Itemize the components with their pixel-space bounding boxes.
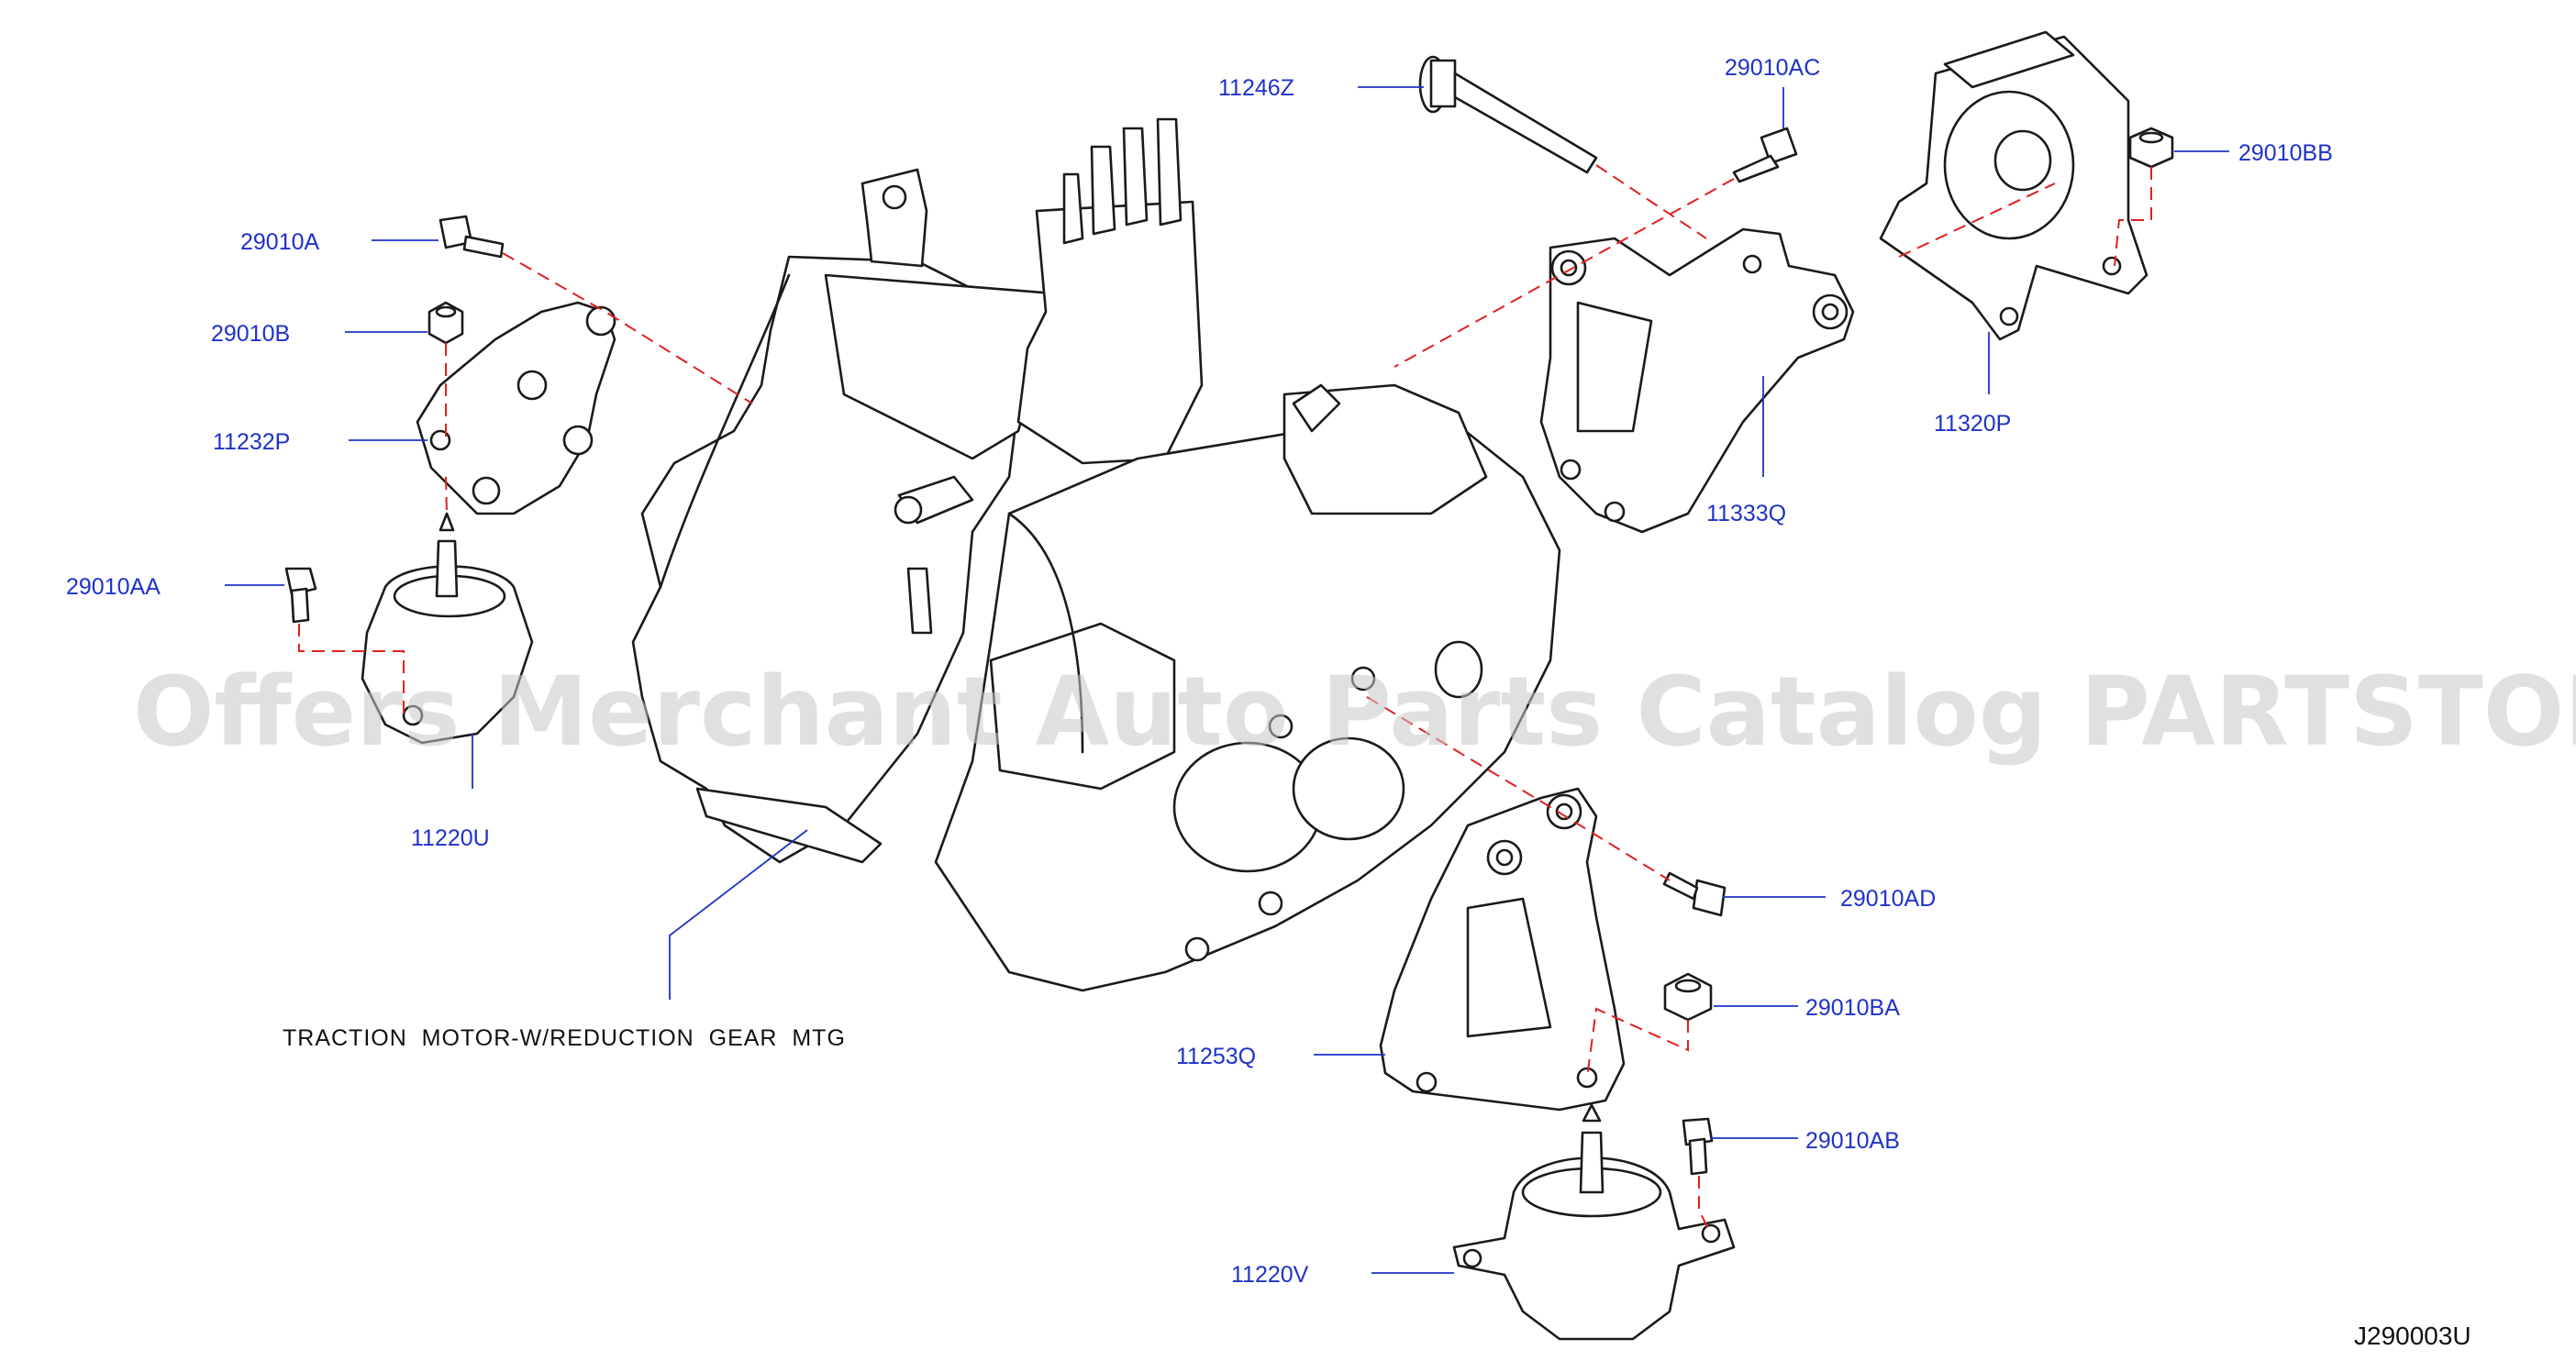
label-11220U: 11220U — [411, 825, 490, 851]
watermark-text: Offers Merchant Auto Parts Catalog PARTS… — [133, 656, 2576, 768]
nut-29010BA — [1663, 972, 1713, 1022]
engine-mount-11220V — [1452, 1103, 1736, 1341]
bolt-29010AC — [1732, 127, 1798, 183]
label-11246Z: 11246Z — [1218, 75, 1294, 101]
label-29010AD: 29010AD — [1840, 886, 1936, 912]
label-11333Q: 11333Q — [1706, 501, 1786, 526]
bolt-29010AB — [1682, 1117, 1714, 1176]
label-29010AB: 29010AB — [1805, 1128, 1900, 1154]
label-11220V: 11220V — [1231, 1262, 1309, 1288]
label-29010BB: 29010BB — [2238, 140, 2333, 166]
bracket-11253Q — [1379, 787, 1626, 1112]
label-29010AC: 29010AC — [1725, 55, 1820, 81]
engine-mount-11220U — [361, 512, 534, 745]
nut-29010B — [427, 301, 464, 345]
leader-lines — [225, 86, 2229, 1274]
label-29010BA: 29010BA — [1805, 995, 1900, 1021]
bracket-11333Q — [1539, 227, 1855, 534]
assembly-caption: TRACTION MOTOR-W/REDUCTION GEAR MTG — [283, 1025, 846, 1051]
assembly-lines — [298, 164, 2152, 1234]
bolt-29010AA — [284, 567, 317, 624]
label-29010B: 29010B — [211, 321, 290, 347]
label-11253Q: 11253Q — [1176, 1044, 1256, 1069]
drawing-number: J290003U — [2354, 1322, 2471, 1350]
label-29010A: 29010A — [240, 229, 320, 255]
traction-motor-unit — [631, 117, 1561, 992]
label-29010AA: 29010AA — [66, 574, 161, 600]
long-bolt-11246Z — [1418, 55, 1598, 174]
bolt-29010AD — [1662, 871, 1727, 917]
bracket-11232P — [416, 301, 616, 515]
part-labels: 11246Z 29010AC 29010BB 29010A 29010B 112… — [66, 55, 2333, 1288]
bolt-29010A — [439, 215, 505, 259]
label-11232P: 11232P — [213, 429, 290, 455]
label-11320P: 11320P — [1934, 411, 2011, 437]
nut-29010BB — [2128, 127, 2174, 169]
engine-mount-11320P — [1879, 30, 2149, 341]
